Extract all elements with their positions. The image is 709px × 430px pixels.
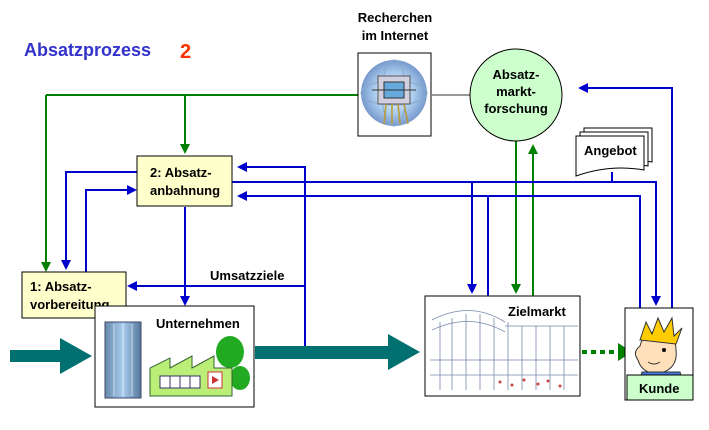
factory-icon [149,336,250,397]
main-flow-arrows [10,334,420,374]
input-arrow-head [60,338,92,374]
node-unternehmen: Unternehmen [94,305,255,408]
blue-anbahnung-to-kunde [472,181,661,306]
angebot-label: Angebot [584,143,637,158]
kunde-box [626,374,694,401]
output-arrow-shaft [255,346,391,359]
recherchen-line1: Recherchen [358,10,432,25]
marktforschung-line1: Absatz- [493,67,540,82]
kunde-label: Kunde [639,381,679,396]
marktforschung-line2: markt- [496,84,536,99]
blue-kunde-to-anbahnung [488,195,641,308]
node-recherchen: Recherchen im Internet [357,10,432,137]
diagram-number: 2 [180,41,191,63]
marktforschung-line3: forschung [484,101,548,116]
node-zielmarkt: Zielmarkt [424,295,581,397]
blue-unternehmen-to-anbahnung [237,162,306,350]
absatzanbahnung-box [136,155,233,207]
unternehmen-label: Unternehmen [156,316,240,331]
absatzvorbereitung-line2: vorbereitung [30,297,110,312]
absatzanbahnung-line1: 2: Absatz- [150,165,212,180]
marktforschung-circle [469,48,563,142]
node-kunde: Kunde [624,307,694,401]
market-people-dots [498,378,562,388]
node-absatzmarktforschung: Absatz- markt- forschung [469,48,563,142]
absatzanbahnung-line2: anbahnung [150,183,220,198]
node-angebot: Angebot [575,127,653,177]
zielmarkt-label: Zielmarkt [508,304,566,319]
internet-globe-icon [360,59,428,127]
blue-kunde-to-marktforschung [578,83,673,308]
blue-vorbereitung-to-anbahnung [85,185,137,272]
output-arrow-head [388,334,420,370]
recherchen-line2: im Internet [362,28,429,43]
diagram-title: Absatzprozess [24,40,151,60]
market-hall-sketch-icon [430,310,578,390]
input-arrow-shaft [10,350,66,362]
label-umsatzziele: Umsatzziele [210,268,284,283]
absatzvorbereitung-line1: 1: Absatz- [30,279,92,294]
blue-flow-lines [61,83,673,350]
blue-anbahnung-to-vorbereitung [61,171,137,270]
node-absatzanbahnung: 2: Absatz- anbahnung [136,155,233,207]
angebot-document-icon [575,135,645,177]
